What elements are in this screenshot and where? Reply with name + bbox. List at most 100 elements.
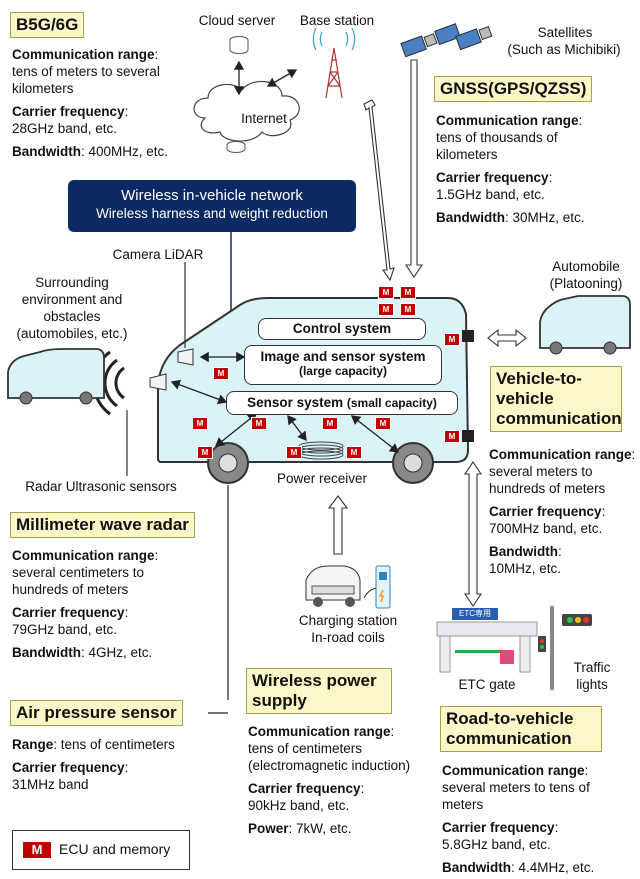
internet-node-icon <box>226 141 246 153</box>
camera-lidar-module-icon <box>177 348 194 366</box>
charging-link-arrow <box>327 495 349 555</box>
ecu-mark: M <box>444 333 460 346</box>
base-station-label: Base station <box>299 13 375 28</box>
r2v-freq-key: Carrier frequency <box>442 820 555 835</box>
sensor-system-title: Sensor system <box>247 395 344 410</box>
platoon-automobile-icon <box>539 295 631 355</box>
wps-power-key: Power <box>248 821 289 836</box>
b5g-range-key: Communication range <box>12 47 155 62</box>
r2v-spec: Communication range: several meters to t… <box>442 762 636 876</box>
b5g-spec: Communication range: tens of meters to s… <box>12 46 194 160</box>
wps-spec: Communication range: tens of centimeters… <box>248 723 434 837</box>
v2v-link-arrow <box>487 328 527 348</box>
v2v-freq-key: Carrier frequency <box>489 504 602 519</box>
air-freq-key: Carrier frequency <box>12 760 125 775</box>
vehicle-wheel-rear <box>392 442 434 484</box>
in-vehicle-network-subtitle: Wireless harness and weight reduction <box>96 206 328 221</box>
ecu-mark: M <box>375 417 391 430</box>
surrounding-car-icon <box>7 348 105 405</box>
traffic-lights-icon <box>538 606 592 690</box>
gnss-downlink-arrow <box>404 59 424 278</box>
satellites-sublabel: (Such as Michibiki) <box>507 42 621 57</box>
ecu-mark: M <box>322 417 338 430</box>
power-receiver-label: Power receiver <box>276 471 368 486</box>
mmw-range-value: several centimeters to hundreds of meter… <box>12 565 145 597</box>
b5g-bw-value: 400MHz, etc. <box>88 144 169 159</box>
air-pressure-spec: Range: tens of centimeters Carrier frequ… <box>12 736 222 793</box>
b5g-title: B5G/6G <box>10 12 85 38</box>
wps-freq-value: 90kHz band, etc. <box>248 798 350 813</box>
wps-freq-key: Carrier frequency <box>248 781 361 796</box>
vehicle-wheel-front <box>207 442 249 484</box>
wps-title: Wireless power supply <box>246 668 392 714</box>
v2v-spec: Communication range: several meters to h… <box>489 447 636 576</box>
air-range-key: Range <box>12 737 54 752</box>
satellites-label: Satellites <box>537 25 593 40</box>
surrounding-label: Surrounding environment and obstacles (a… <box>16 275 128 341</box>
radar-module-icon <box>149 373 167 391</box>
gnss-range-value: tens of thousands of kilometers <box>436 130 558 162</box>
sensor-system-sub: (small capacity) <box>346 396 437 410</box>
mmw-title: Millimeter wave radar <box>10 512 195 538</box>
r2v-title: Road-to-vehicle communication <box>440 706 602 752</box>
traffic-lights-label: Traffic lights <box>573 660 611 692</box>
mmw-freq-key: Carrier frequency <box>12 605 125 620</box>
wps-range-key: Communication range <box>248 724 391 739</box>
r2v-range-value: several meters to tens of meters <box>442 780 590 812</box>
air-range-value: tens of centimeters <box>60 737 175 752</box>
ecu-mark: M <box>286 446 302 459</box>
in-vehicle-network-box: Wireless in-vehicle network Wireless har… <box>68 180 356 232</box>
internet-label: Internet <box>241 111 287 126</box>
charging-station-label: Charging station <box>298 613 398 628</box>
air-freq-value: 31MHz band <box>12 777 89 792</box>
automobile-label: Automobile (Platooning) <box>549 259 623 291</box>
air-pressure-title: Air pressure sensor <box>10 700 183 726</box>
mmw-bw-value: 4GHz, etc. <box>88 645 153 660</box>
image-sensor-system-box: Image and sensor system (large capacity) <box>244 345 442 385</box>
ecu-mark: M <box>444 430 460 443</box>
r2v-range-key: Communication range <box>442 763 585 778</box>
r2v-bw-key: Bandwidth <box>442 860 511 875</box>
legend-ecu-text: ECU and memory <box>59 841 171 857</box>
gnss-title: GNSS(GPS/QZSS) <box>434 76 593 102</box>
wps-range-value: tens of centimeters (electromagnetic ind… <box>248 741 411 773</box>
image-sensor-system-sub: (large capacity) <box>298 364 388 378</box>
etc-gate-icon <box>436 608 538 673</box>
mmw-bw-key: Bandwidth <box>12 645 81 660</box>
gnss-bw-value: 30MHz, etc. <box>512 210 585 225</box>
ecu-mark: M <box>192 417 208 430</box>
ecu-mark: M <box>197 446 213 459</box>
v2v-range-value: several meters to hundreds of meters <box>489 464 606 496</box>
r2v-link-arrow <box>463 461 483 607</box>
ecu-mark: M <box>400 286 416 299</box>
gnss-bw-key: Bandwidth <box>436 210 505 225</box>
in-road-coils-label: In-road coils <box>311 630 385 645</box>
b5g-range-value: tens of meters to several kilometers <box>12 64 160 96</box>
ecu-mark: M <box>378 303 394 316</box>
control-system-box: Control system <box>258 318 426 340</box>
radar-ultrasonic-label: Radar Ultrasonic sensors <box>25 479 177 494</box>
base-station-tower-icon <box>312 27 356 99</box>
etc-gate-label: ETC gate <box>458 677 516 692</box>
sensor-system-box: Sensor system (small capacity) <box>226 391 458 415</box>
gnss-freq-key: Carrier frequency <box>436 170 549 185</box>
v2v-freq-value: 700MHz band, etc. <box>489 521 603 536</box>
b5g-bw-key: Bandwidth <box>12 144 81 159</box>
cloud-server-icon <box>229 36 249 54</box>
r2v-bw-value: 4.4MHz, etc. <box>518 860 595 875</box>
gnss-range-key: Communication range <box>436 113 579 128</box>
mmw-range-key: Communication range <box>12 548 155 563</box>
v2v-range-key: Communication range <box>489 447 632 462</box>
r2v-freq-value: 5.8GHz band, etc. <box>442 837 551 852</box>
camera-lidar-label: Camera LiDAR <box>112 247 204 262</box>
in-vehicle-network-title: Wireless in-vehicle network <box>121 187 303 204</box>
mmw-freq-value: 79GHz band, etc. <box>12 622 118 637</box>
gnss-freq-value: 1.5GHz band, etc. <box>436 187 545 202</box>
satellites-icon <box>400 23 493 58</box>
b5g-link-arrow <box>363 99 395 282</box>
charging-station-icon <box>305 565 391 609</box>
mmw-spec: Communication range: several centimeters… <box>12 547 212 661</box>
ecu-mark: M <box>378 286 394 299</box>
image-sensor-system-title: Image and sensor system <box>260 349 426 364</box>
etc-sign-text: ETC専用 <box>459 609 491 618</box>
